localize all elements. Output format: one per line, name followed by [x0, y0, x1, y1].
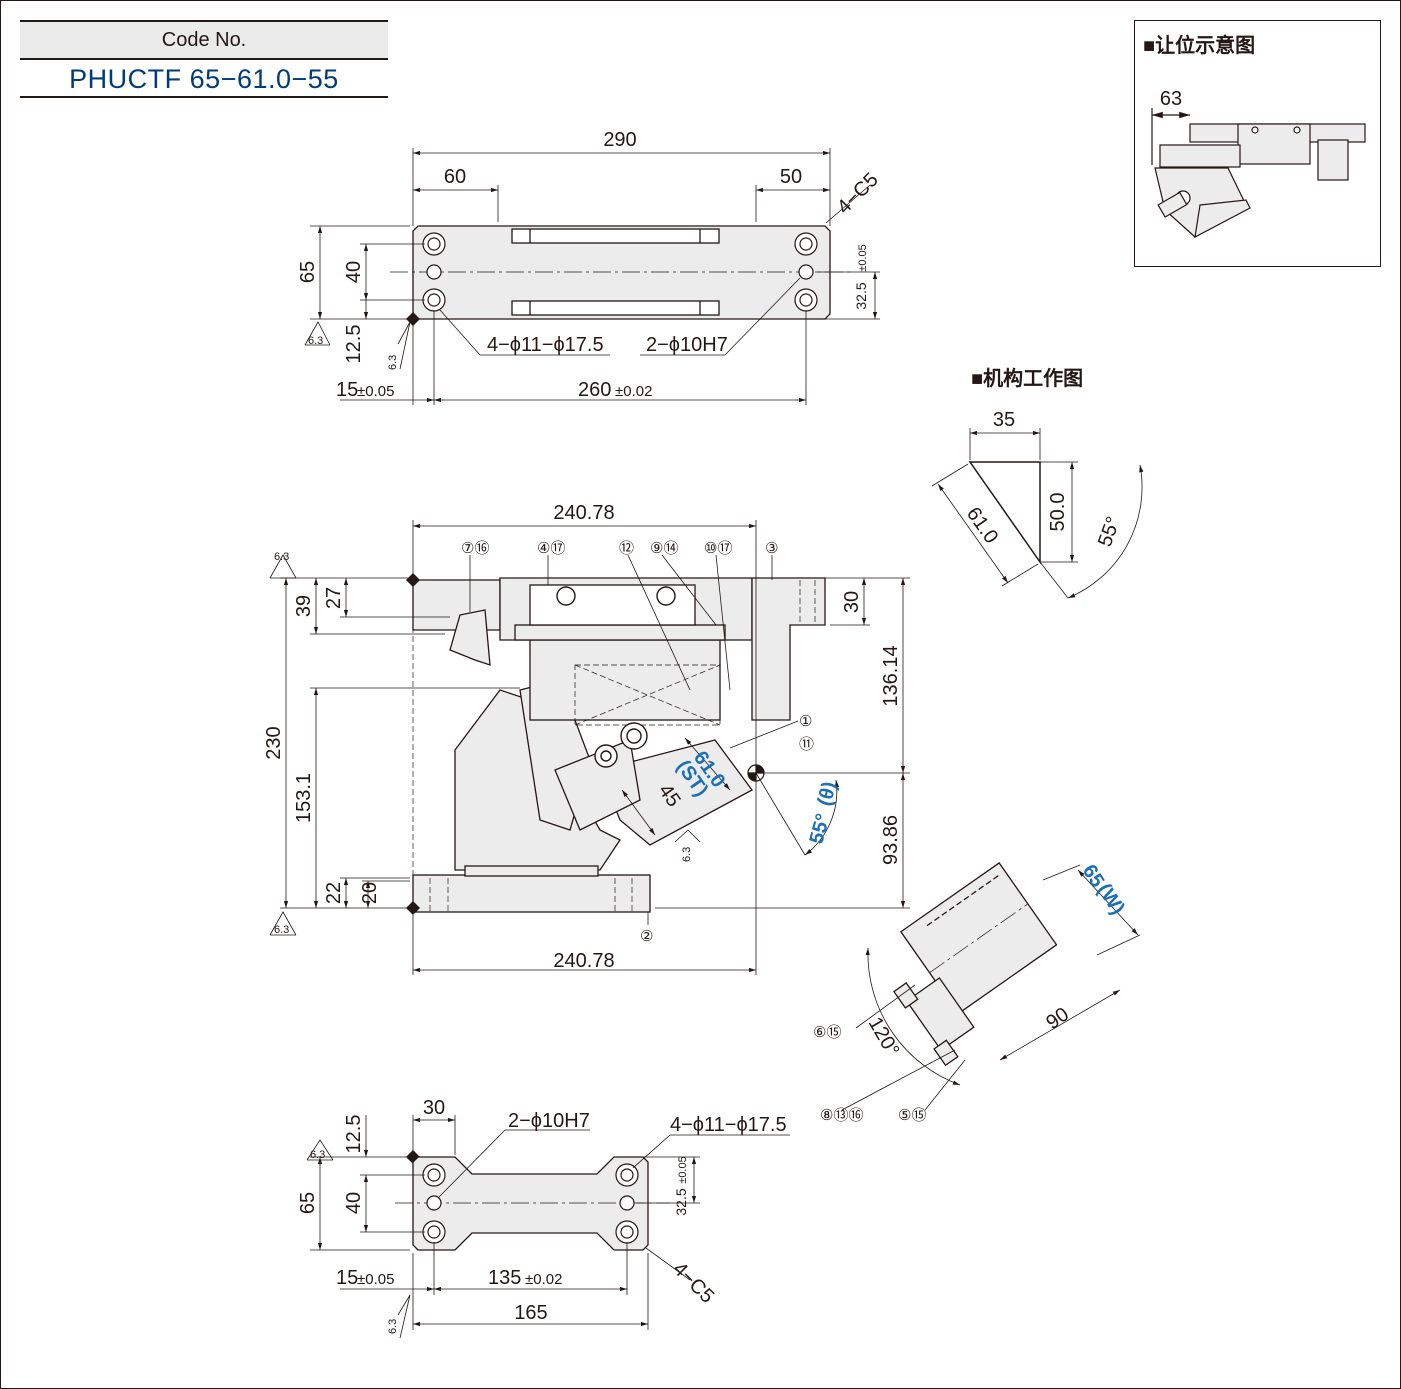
side-view-outline	[893, 862, 1058, 1067]
top-dim-260-tol: ±0.02	[615, 383, 652, 400]
front-roughness-a: 6.3	[274, 551, 289, 563]
mechanism-dim-55: 55°	[1094, 514, 1125, 550]
bottom-dim-32-5-tol: ±0.05	[677, 1156, 689, 1183]
front-dim-angle: 55°	[806, 811, 835, 846]
top-dim-32-5-tol: ±0.05	[857, 244, 869, 271]
part-label-4-17: ④⑰	[537, 540, 565, 557]
bottom-dim-65: 65	[297, 1192, 319, 1214]
bottom-counterbore-label: 4−ϕ11−ϕ17.5	[670, 1114, 787, 1136]
front-dim-30: 30	[841, 591, 863, 613]
front-dim-230: 230	[263, 726, 285, 759]
front-dim-bottom-width: 240.78	[553, 950, 614, 972]
front-roughness-b: 6.3	[274, 924, 289, 936]
mechanism-diagram-title: ■机构工作图	[971, 368, 1084, 390]
mechanism-dimension-lines	[931, 428, 1144, 599]
part-label-11: ⑪	[799, 736, 814, 753]
top-counterbore-label: 4−ϕ11−ϕ17.5	[487, 334, 604, 356]
bottom-dim-165: 165	[514, 1302, 547, 1324]
bottom-dim-chamfer: 4−C5	[668, 1258, 718, 1308]
bottom-dim-30: 30	[423, 1097, 445, 1119]
part-label-12: ⑫	[619, 540, 634, 557]
front-view-hidden	[412, 580, 816, 912]
front-dim-22: 22	[323, 882, 345, 904]
bottom-dim-12-5: 12.5	[343, 1115, 365, 1154]
bottom-view-outline	[412, 1156, 649, 1251]
top-dim-15: 15	[336, 379, 358, 401]
top-view-outline	[412, 225, 831, 320]
part-label-5-15: ⑤⑮	[898, 1107, 926, 1124]
top-dim-32-5: 32.5	[853, 282, 869, 309]
mechanism-dim-50: 50.0	[1047, 493, 1069, 532]
bottom-view-dimension-lines	[306, 1115, 790, 1339]
bottom-dim-15-tol: ±0.05	[357, 1271, 394, 1288]
bottom-roughness-b: 6.3	[387, 1319, 399, 1334]
bottom-roughness-a: 6.3	[310, 1149, 325, 1161]
part-label-3: ③	[765, 540, 778, 557]
code-number-label: Code No.	[20, 20, 388, 60]
bottom-dowel-label: 2−ϕ10H7	[508, 1110, 590, 1132]
top-view-dimension-lines	[304, 148, 880, 405]
part-label-8-13-16: ⑧⑬⑯	[820, 1107, 863, 1124]
front-dim-153: 153.1	[293, 773, 315, 823]
clearance-sketch	[1151, 108, 1366, 239]
bottom-dim-15: 15	[336, 1267, 358, 1289]
side-view-dimension-lines	[841, 864, 1141, 1111]
front-dim-39: 39	[293, 595, 315, 617]
mechanism-dim-61: 61.0	[962, 503, 1002, 548]
bottom-dim-135: 135	[488, 1267, 521, 1289]
top-dim-65: 65	[297, 261, 319, 283]
part-label-7-16: ⑦⑯	[461, 540, 489, 557]
top-dim-12-5: 12.5	[343, 325, 365, 364]
front-dim-93: 93.86	[880, 815, 902, 865]
front-view-outline	[412, 577, 826, 913]
top-dim-50: 50	[780, 166, 802, 188]
front-view-holes	[556, 586, 676, 768]
part-label-6-15: ⑥⑮	[813, 1024, 841, 1041]
code-number-value: PHUCTF 65−61.0−55	[20, 60, 388, 98]
front-roughness-c: 6.3	[681, 847, 693, 862]
part-label-2: ②	[640, 928, 653, 945]
clearance-dim-63: 63	[1160, 88, 1182, 110]
clearance-diagram-box	[1134, 20, 1381, 267]
bottom-dim-32-5: 32.5	[673, 1188, 689, 1215]
top-roughness-b: 6.3	[387, 355, 399, 370]
code-number-box: Code No. PHUCTF 65−61.0−55	[20, 20, 388, 98]
part-label-9-14: ⑨⑭	[650, 540, 678, 557]
front-view-corner-markers	[406, 312, 420, 1164]
side-dim-90: 90	[1042, 1003, 1073, 1034]
top-dim-40: 40	[343, 261, 365, 283]
top-dim-60: 60	[444, 166, 466, 188]
front-dim-top-width: 240.78	[553, 502, 614, 524]
bottom-dim-40: 40	[343, 1192, 365, 1214]
top-dim-15-tol: ±0.05	[357, 383, 394, 400]
mechanism-dim-35: 35	[993, 409, 1015, 431]
top-roughness-a: 6.3	[308, 335, 323, 347]
side-dim-120: 120°	[864, 1014, 904, 1061]
part-label-10-17: ⑩⑰	[704, 540, 732, 557]
top-dowel-label: 2−ϕ10H7	[646, 334, 728, 356]
top-dim-chamfer: 4−C5	[833, 169, 883, 219]
part-label-1: ①	[799, 713, 812, 730]
front-view-dimension-lines	[269, 520, 910, 975]
front-dim-20: 20	[359, 882, 381, 904]
clearance-diagram-title: ■让位示意图	[1143, 35, 1256, 57]
front-dim-136: 136.14	[880, 645, 902, 706]
top-dim-290: 290	[603, 129, 636, 151]
top-dim-260: 260	[578, 379, 611, 401]
front-dim-angle-label: (θ)	[814, 779, 841, 808]
front-dim-27: 27	[323, 587, 345, 609]
bottom-dim-135-tol: ±0.02	[525, 1271, 562, 1288]
